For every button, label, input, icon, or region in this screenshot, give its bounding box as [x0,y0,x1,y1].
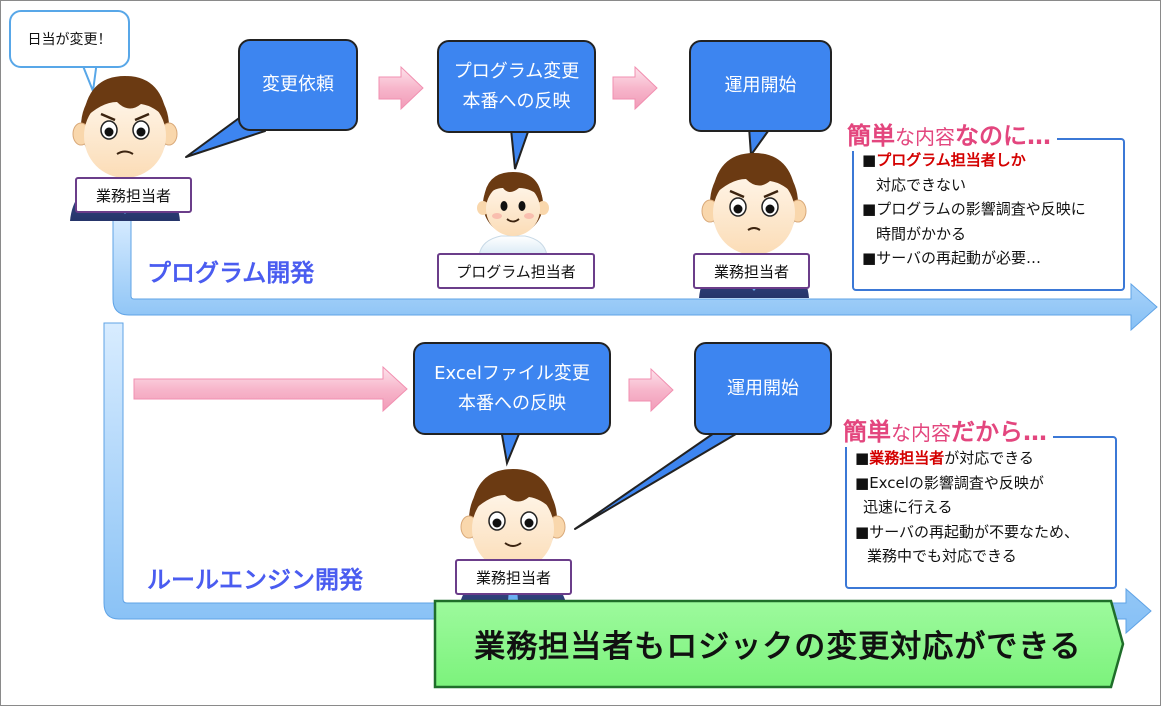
person-icon [698,152,810,299]
start-operation-label: 運用開始 [727,377,799,399]
person-icon [69,75,181,222]
note-item: ■Excelの影響調査や反映が [855,473,1044,492]
top-note-box: ■プログラム担当者しか 対応できない ■プログラムの影響調査や反映に 時間がかか… [852,138,1125,291]
pink-arrow-icon [133,365,408,413]
speech-bubble: 日当が変更！ [9,10,130,68]
program-change-line1: プログラム変更 [453,60,580,82]
track-label-rule-engine: ルールエンジン開発 [147,566,363,594]
excel-change-line1: Excelファイル変更 [434,362,590,384]
banner-shape [433,599,1125,689]
note-item-continued: 迅速に行える [863,498,953,516]
pink-arrow-icon [628,367,674,413]
person-icon [476,171,550,257]
note-item: ■業務担当者が対応できる [855,449,1034,467]
pink-arrow-icon [378,65,424,111]
start-operation-box-top: 運用開始 [689,40,832,132]
note-item: ■サーバの再起動が必要… [862,249,1042,267]
bottom-note-box: ■業務担当者が対応できる ■Excelの影響調査や反映が 迅速に行える ■サーバ… [845,436,1117,589]
note-item-continued: 対応できない [876,175,967,194]
change-request-box: 変更依頼 [238,39,358,131]
bottom-track-arrow [103,322,1152,635]
note-item-continued: 時間がかかる [876,224,967,243]
change-request-label: 変更依頼 [262,74,334,95]
person-icon [457,468,569,615]
top-track-arrow [112,215,1158,332]
banner-text: 業務担当者もロジックの変更対応ができる [474,628,1082,665]
bottom-note-title: 簡単な内容だから… [837,412,1053,447]
note-item: ■プログラムの影響調査や反映に [862,200,1086,218]
start-operation-box-bottom: 運用開始 [694,342,832,435]
start-operation-label: 運用開始 [724,75,797,96]
note-item: ■プログラム担当者しか [862,151,1026,169]
program-change-line2: 本番への反映 [462,90,571,112]
track-label-program: プログラム開発 [147,259,315,287]
excel-change-box: Excelファイル変更 本番への反映 [413,342,611,435]
excel-change-line2: 本番への反映 [458,392,566,414]
role-label-business-3: 業務担当者 [455,559,572,595]
role-label-business-2: 業務担当者 [693,253,810,289]
program-change-box: プログラム変更 本番への反映 [437,40,596,133]
role-label-business-1: 業務担当者 [75,177,192,213]
top-note-title: 簡単な内容なのに… [841,116,1057,151]
pink-arrow-icon [612,65,658,111]
role-label-programmer: プログラム担当者 [437,253,595,289]
note-item: ■サーバの再起動が不要なため、 [855,522,1080,541]
note-item-continued: 業務中でも対応できる [867,547,1017,565]
